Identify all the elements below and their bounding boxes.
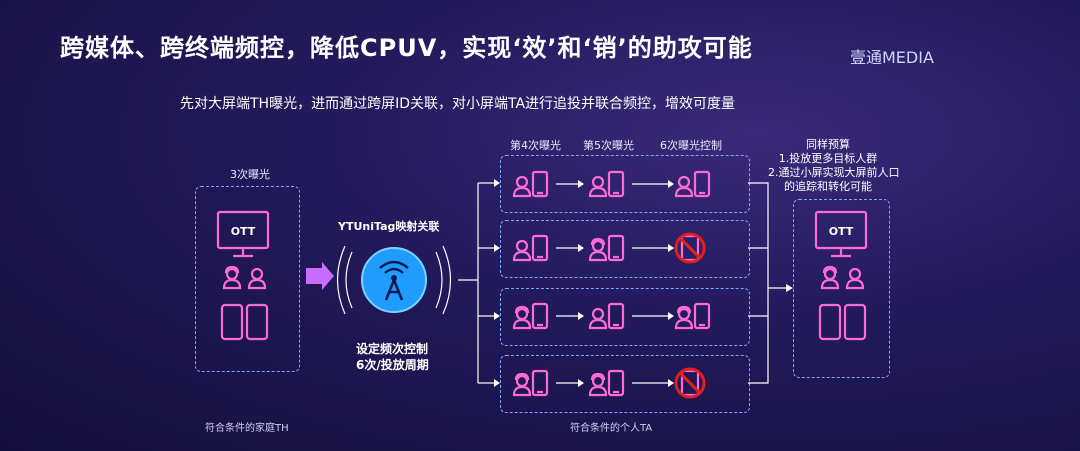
right-person-2-icon xyxy=(845,267,865,290)
row4-icons xyxy=(512,367,706,399)
row4-forbidden-icon xyxy=(674,367,706,399)
result-box xyxy=(793,199,890,378)
row2-icons xyxy=(512,232,706,264)
row-box-1 xyxy=(500,155,750,213)
row3-icons xyxy=(512,302,711,330)
right-person-1-icon xyxy=(820,265,840,290)
personal-caption: 符合条件的个人TA xyxy=(570,423,653,434)
row-box-4 xyxy=(500,355,750,413)
slide-subtitle: 先对大屏端TH曝光，进而通过跨屏ID关联，对小屏端TA进行追投并联合频控，增效可… xyxy=(180,96,736,112)
right-ott-text: OTT xyxy=(829,225,854,238)
slide-title: 跨媒体、跨终端频控，降低CPUV，实现‘效’和‘销’的助攻可能 xyxy=(60,34,753,62)
brand-logo: 壹通MEDIA xyxy=(850,48,934,67)
right-phone-2-icon xyxy=(843,303,867,341)
tag-label: YTUniTag映射关联 xyxy=(338,220,440,233)
left-ott-tv-icon xyxy=(216,210,270,258)
budget-note: 同样预算 1.投放更多目标人群 2.通过小屏实现大屏前人口 的追踪和转化可能 xyxy=(768,138,900,194)
control-line2: 6次/投放周期 xyxy=(356,358,429,372)
note-title: 同样预算 xyxy=(806,138,850,151)
row-header-4th: 第4次曝光 xyxy=(510,139,561,152)
control-line1: 设定频次控制 xyxy=(356,342,429,356)
left-phone-1-icon xyxy=(220,303,244,341)
right-phone-1-icon xyxy=(818,303,842,341)
household-box xyxy=(195,186,300,372)
left-exposure-label: 3次曝光 xyxy=(230,168,270,181)
row-header-5th: 第5次曝光 xyxy=(583,139,634,152)
row1-icons xyxy=(512,170,711,198)
note-line2: 2.通过小屏实现大屏前人口 xyxy=(768,166,900,179)
household-caption: 符合条件的家庭TH xyxy=(205,423,289,434)
left-phone-2-icon xyxy=(245,303,269,341)
left-ott-text: OTT xyxy=(231,225,256,238)
row-box-2 xyxy=(500,220,750,278)
signal-tower-icon xyxy=(336,245,452,315)
right-ott-tv-icon xyxy=(814,210,868,258)
left-person-1-icon xyxy=(222,265,242,290)
note-line1: 1.投放更多目标人群 xyxy=(778,152,878,165)
row-header-6th: 6次曝光控制 xyxy=(660,139,722,152)
note-line3: 的追踪和转化可能 xyxy=(784,180,872,193)
left-person-2-icon xyxy=(247,267,267,290)
row2-forbidden-icon xyxy=(674,232,706,264)
flow-arrow-icon xyxy=(306,262,334,290)
row-box-3 xyxy=(500,288,750,346)
